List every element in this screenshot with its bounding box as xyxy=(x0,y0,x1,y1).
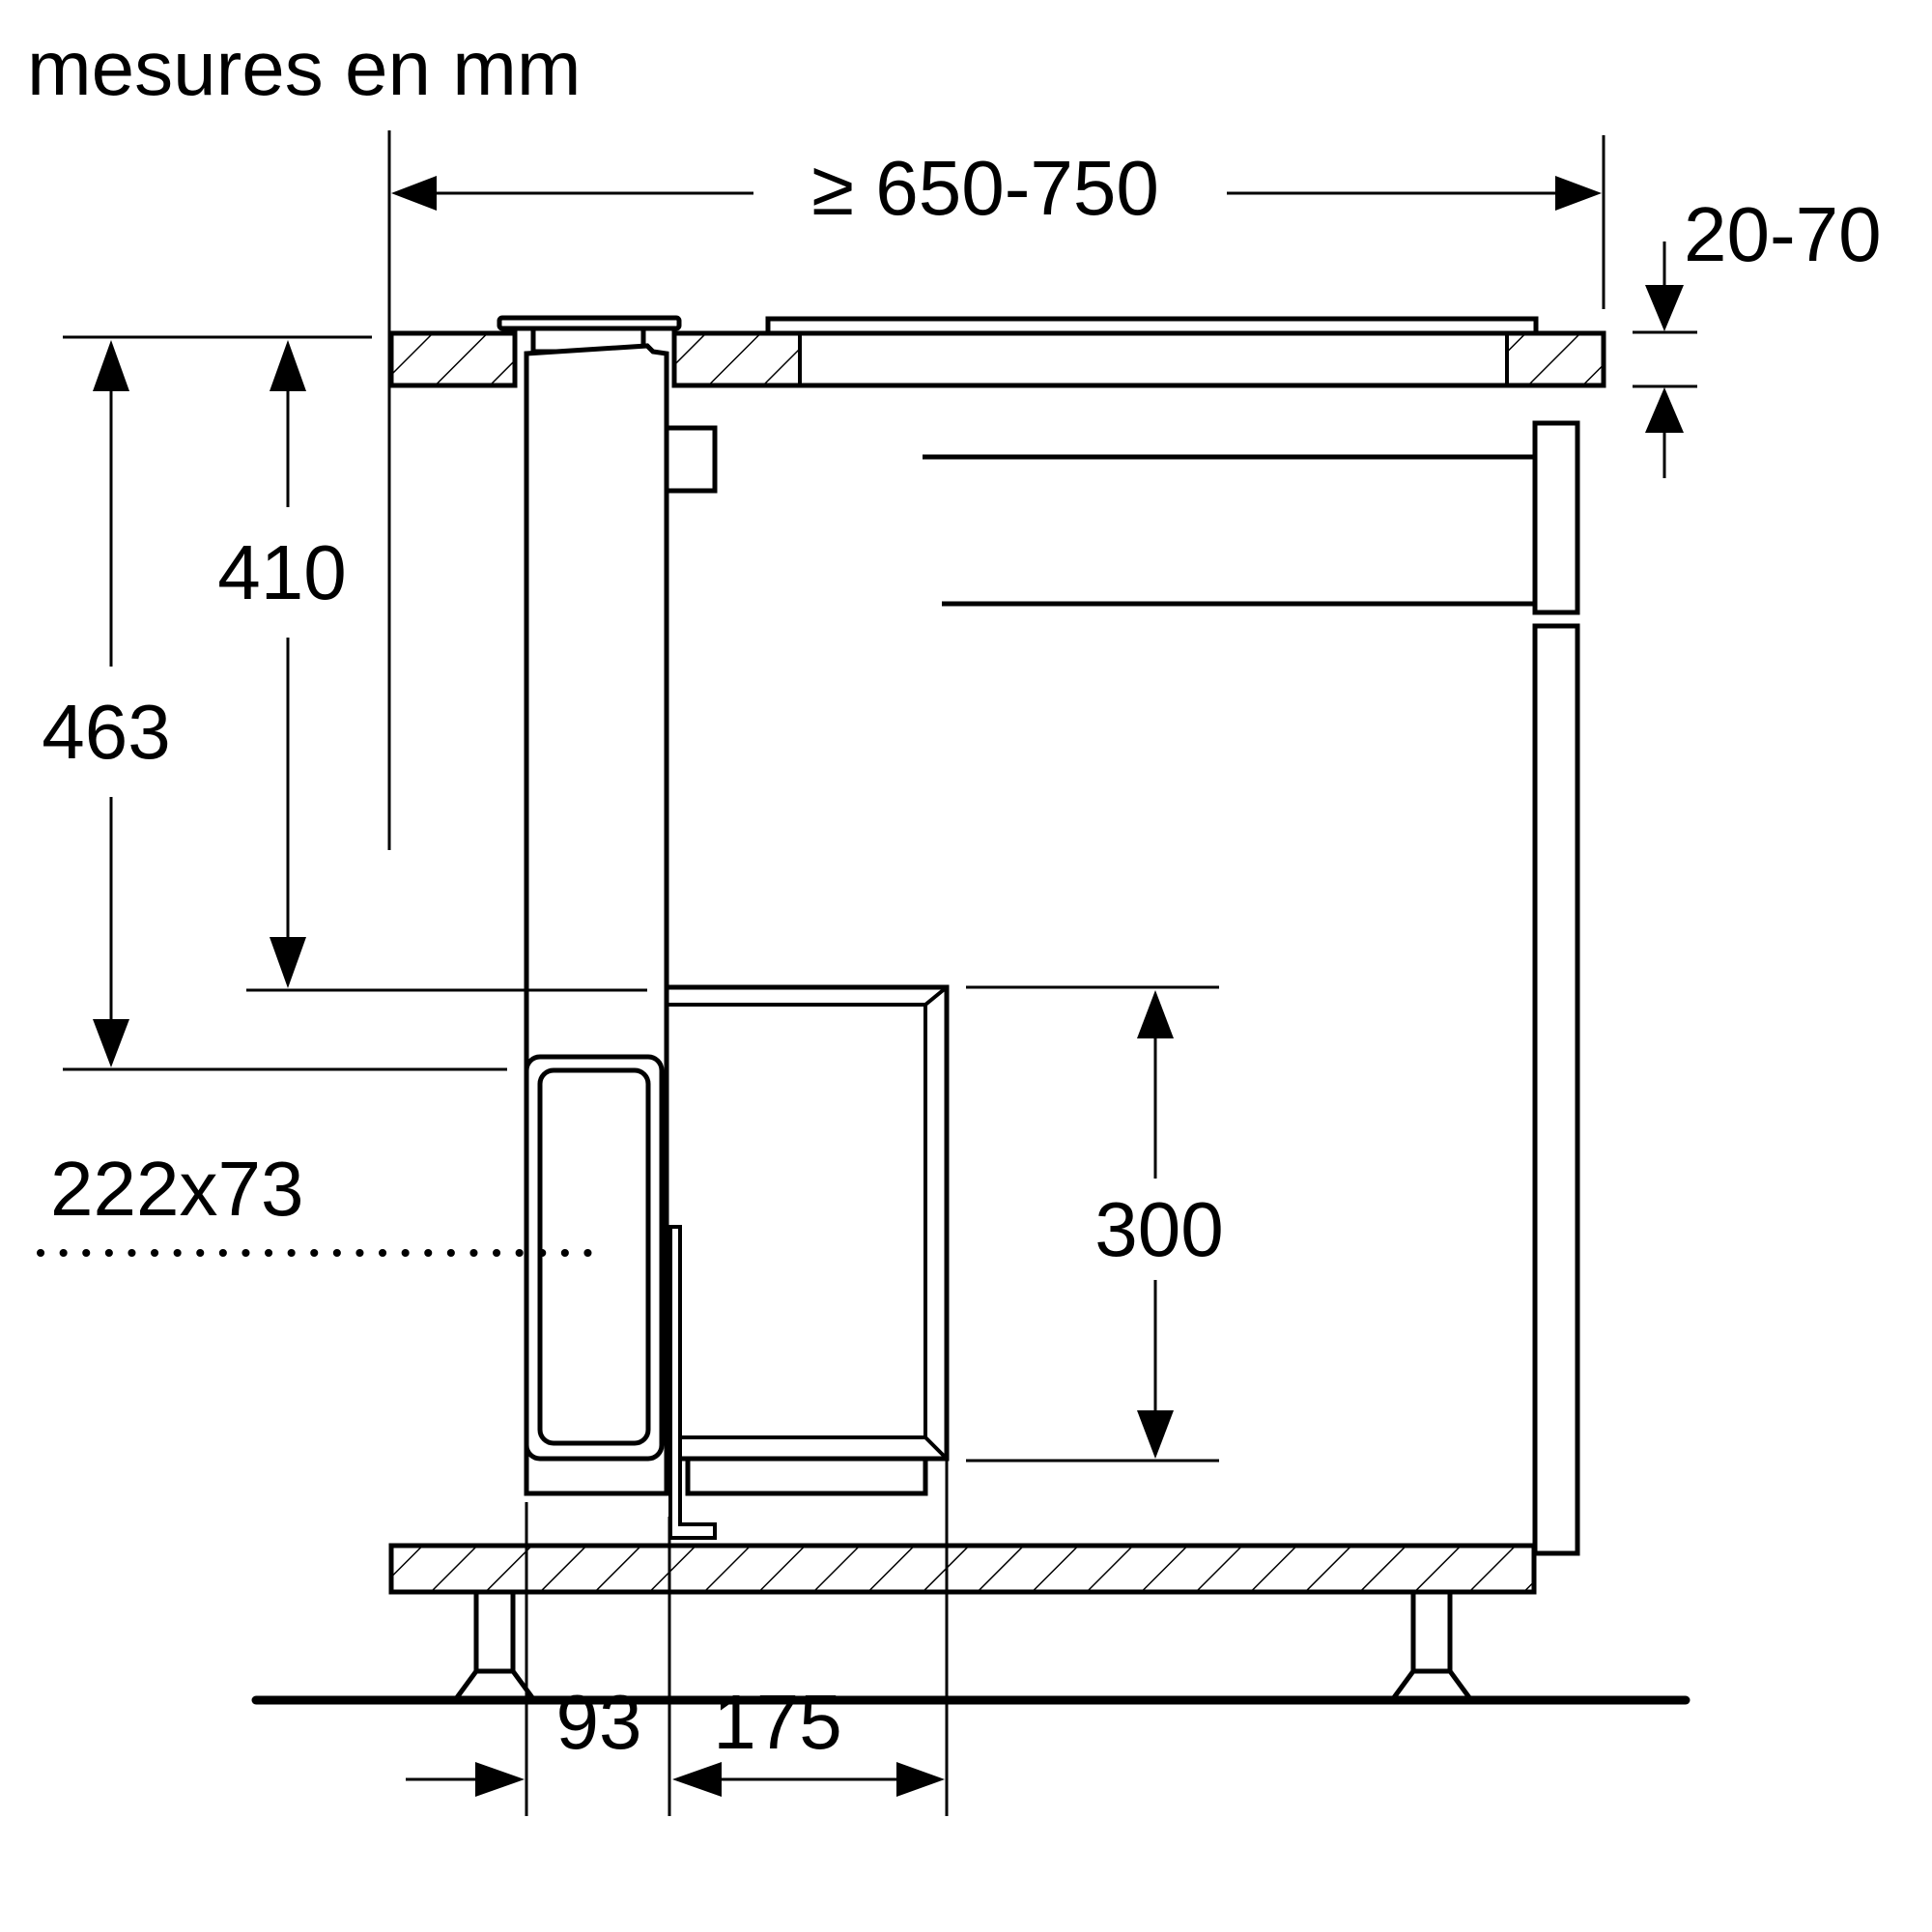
height-463-label: 463 xyxy=(42,689,170,775)
overall-depth-dimension: ≥ 650-750 xyxy=(387,130,1605,850)
worktop-right xyxy=(671,330,1606,388)
worktop-right-hatch-left xyxy=(676,335,798,384)
drawer-front-lower xyxy=(1532,623,1580,1556)
cabinet-base xyxy=(388,1543,1537,1595)
hob-glass xyxy=(765,316,1539,336)
units-title: mesures en mm xyxy=(27,25,581,111)
module-height-dimension: 300 xyxy=(966,985,1224,1463)
module-height-label: 300 xyxy=(1094,1186,1223,1272)
drawer-front-upper xyxy=(1532,420,1580,615)
height-dimensions: 410 463 xyxy=(42,335,647,1071)
duct-inner xyxy=(537,1067,651,1446)
leg-left xyxy=(473,1589,516,1674)
duct-opening-label: 222x73 xyxy=(50,1146,303,1232)
height-410-label: 410 xyxy=(217,529,346,615)
fan-module xyxy=(664,984,950,1462)
offset-175-label: 175 xyxy=(713,1679,841,1765)
offset-93-label: 93 xyxy=(556,1679,642,1765)
overall-depth-label: ≥ 650-750 xyxy=(811,145,1159,231)
worktop-right-hatch-right xyxy=(1509,335,1602,384)
worktop-thickness-dimension: 20-70 xyxy=(1633,191,1882,478)
worktop-left xyxy=(388,330,518,388)
bottom-offset-dimensions: 93 175 xyxy=(406,1454,949,1816)
control-box xyxy=(664,425,718,494)
leg-right xyxy=(1410,1589,1453,1674)
worktop-thickness-label: 20-70 xyxy=(1684,191,1882,277)
